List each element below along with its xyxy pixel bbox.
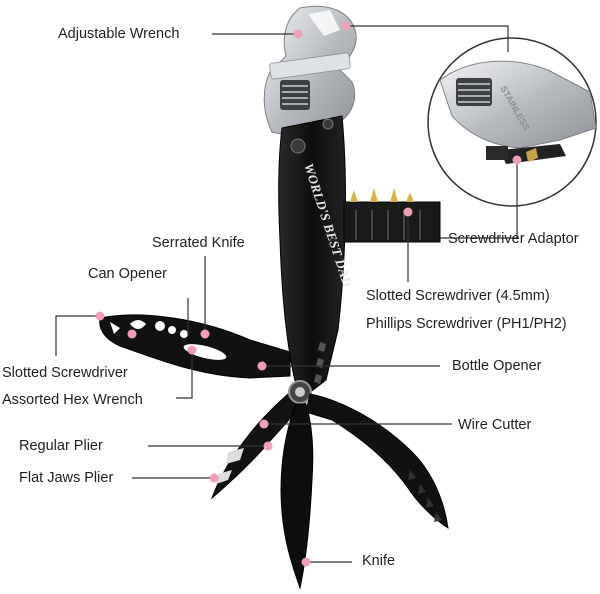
label-assorted-hex-wrench: Assorted Hex Wrench — [2, 392, 143, 408]
label-adjustable-wrench: Adjustable Wrench — [58, 26, 180, 42]
label-slotted-screwdriver: Slotted Screwdriver — [2, 365, 128, 381]
serrated-handle — [305, 393, 449, 530]
label-slotted-screwdriver-size: Slotted Screwdriver (4.5mm) — [366, 288, 550, 304]
plier-jaws — [210, 380, 312, 500]
label-knife: Knife — [362, 553, 396, 569]
leader-lines — [55, 25, 518, 563]
label-wire-cutter: Wire Cutter — [458, 417, 532, 433]
wrench-worm-gear — [280, 80, 310, 110]
label-serrated-knife: Serrated Knife — [152, 235, 245, 251]
knife-blade — [280, 403, 314, 590]
label-flat-jaws-plier: Flat Jaws Plier — [19, 470, 114, 486]
adaptor-zoom-inset: STAINLESS — [427, 37, 597, 207]
screwdriver-adaptor-bits — [343, 188, 441, 243]
label-can-opener: Can Opener — [88, 266, 167, 282]
label-screwdriver-adaptor: Screwdriver Adaptor — [448, 231, 579, 247]
markers — [95, 21, 522, 567]
label-bottle-opener: Bottle Opener — [452, 358, 542, 374]
label-regular-plier: Regular Plier — [19, 438, 103, 454]
adjustable-wrench-head — [263, 5, 357, 139]
label-phillips-screwdriver-size: Phillips Screwdriver (PH1/PH2) — [366, 316, 567, 332]
